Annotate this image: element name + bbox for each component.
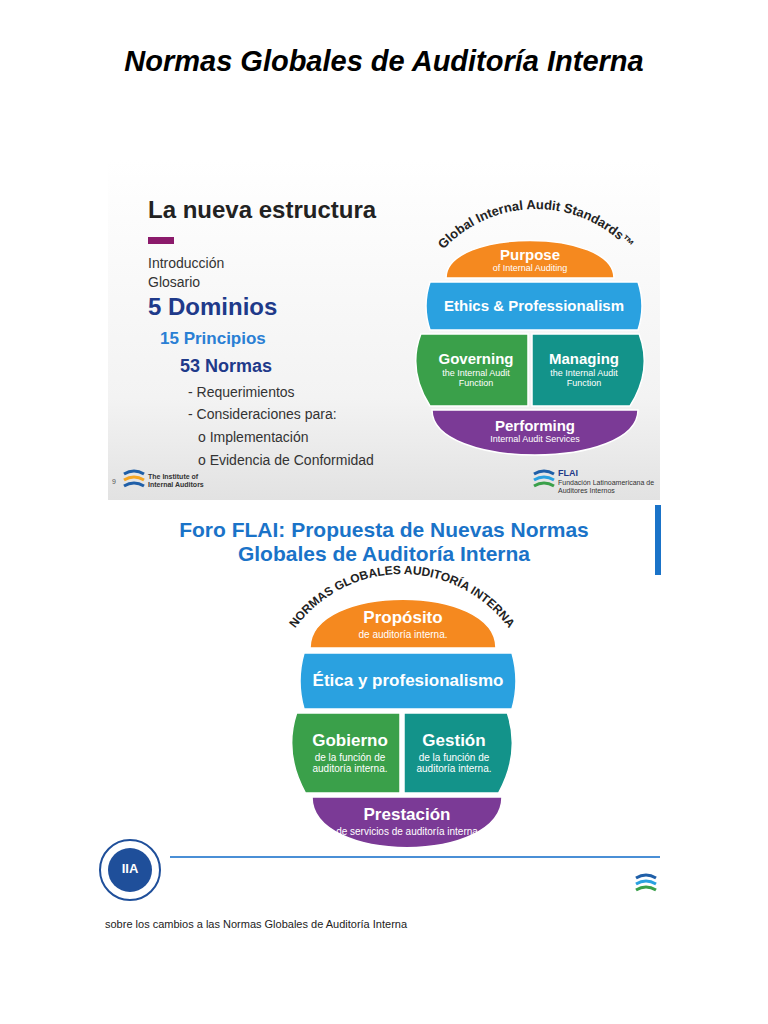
list-item: Introducción <box>148 255 224 271</box>
domain-band: Propósitode auditoría interna. <box>310 596 496 648</box>
band-fill <box>426 282 642 330</box>
band-heading: Prestación <box>364 806 451 825</box>
band-fill <box>404 713 512 793</box>
band-fill <box>532 334 644 406</box>
band-subtitle: de auditoría interna. <box>359 629 448 640</box>
accent-bar <box>148 237 174 244</box>
domain-band: Gobiernode la función de auditoría inter… <box>290 713 400 793</box>
page-title: Normas Globales de Auditoría Interna <box>124 40 644 82</box>
logo-text: FLAI <box>558 468 578 478</box>
band-subtitle: the Internal Audit Function <box>536 369 632 389</box>
logo-text: Fundación Latinoamericana de Auditores I… <box>558 479 658 495</box>
band-fill <box>446 241 614 279</box>
band-heading: Ética y profesionalismo <box>313 672 504 691</box>
slide-background <box>108 160 660 500</box>
logo-text: The Institute of Internal Auditors <box>148 473 218 489</box>
band-fill <box>432 410 638 455</box>
domain-band: Managingthe Internal Audit Function <box>532 334 646 406</box>
domain-band: PerformingInternal Audit Services <box>432 410 638 458</box>
band-subtitle: de la función de auditoría interna. <box>304 752 396 774</box>
band-fill <box>300 653 516 709</box>
principle-count: 15 Principios <box>160 329 266 349</box>
band-heading: Managing <box>549 351 619 368</box>
band-heading: Performing <box>495 418 575 435</box>
divider-line <box>170 856 660 858</box>
band-heading: Governing <box>438 351 513 368</box>
band-subtitle: de la función de auditoría interna. <box>408 752 500 774</box>
flai-logo <box>534 471 554 486</box>
domain-band: Gestiónde la función de auditoría intern… <box>404 713 514 793</box>
domain-band: Purposeof Internal Auditing <box>446 238 614 278</box>
arc-title: NORMAS GLOBALES AUDITORÍA INTERNA <box>286 563 518 631</box>
domain-count: 5 Dominios <box>148 293 277 321</box>
slide-title: Foro FLAI: Propuesta de Nuevas Normas Gl… <box>144 518 624 566</box>
flai-logo-small <box>636 875 656 890</box>
band-subtitle: the Internal Audit Function <box>428 369 524 389</box>
iia-logo <box>124 471 144 486</box>
band-heading: Gobierno <box>312 732 388 751</box>
domain-band: Ethics & Professionalism <box>424 282 644 330</box>
bullet-item: o Implementación <box>198 429 309 445</box>
band-heading: Propósito <box>363 609 442 628</box>
band-fill <box>312 797 502 848</box>
iia-seal <box>100 840 160 900</box>
domain-band: Prestaciónde servicios de auditoría inte… <box>312 797 502 851</box>
sub-item: - Requerimientos <box>188 384 295 400</box>
band-fill <box>310 599 496 648</box>
band-subtitle: de servicios de auditoría interna <box>336 826 478 837</box>
band-heading: Gestión <box>422 732 485 751</box>
band-subtitle: Internal Audit Services <box>490 435 580 445</box>
slide-heading: La nueva estructura <box>148 196 376 224</box>
band-heading: Purpose <box>500 247 560 264</box>
domain-band: Governingthe Internal Audit Function <box>414 334 528 406</box>
seal-text: IIA <box>117 862 143 877</box>
edge-bar <box>655 505 661 575</box>
band-fill <box>416 334 528 406</box>
bullet-item: o Evidencia de Conformidad <box>198 452 374 468</box>
caption: sobre los cambios a las Normas Globales … <box>105 918 407 931</box>
slide-number: 9 <box>112 478 116 486</box>
band-fill <box>292 713 400 793</box>
arc-guide <box>410 209 662 335</box>
list-item: Glosario <box>148 274 200 290</box>
arc-title: NORMAS GLOBALES AUDITORÍA INTERNA <box>286 563 518 631</box>
band-subtitle: of Internal Auditing <box>493 264 568 274</box>
band-heading: Ethics & Professionalism <box>444 298 624 315</box>
sub-item: - Consideraciones para: <box>188 406 337 422</box>
domain-band: Ética y profesionalismo <box>298 653 518 709</box>
standard-count: 53 Normas <box>180 356 272 377</box>
